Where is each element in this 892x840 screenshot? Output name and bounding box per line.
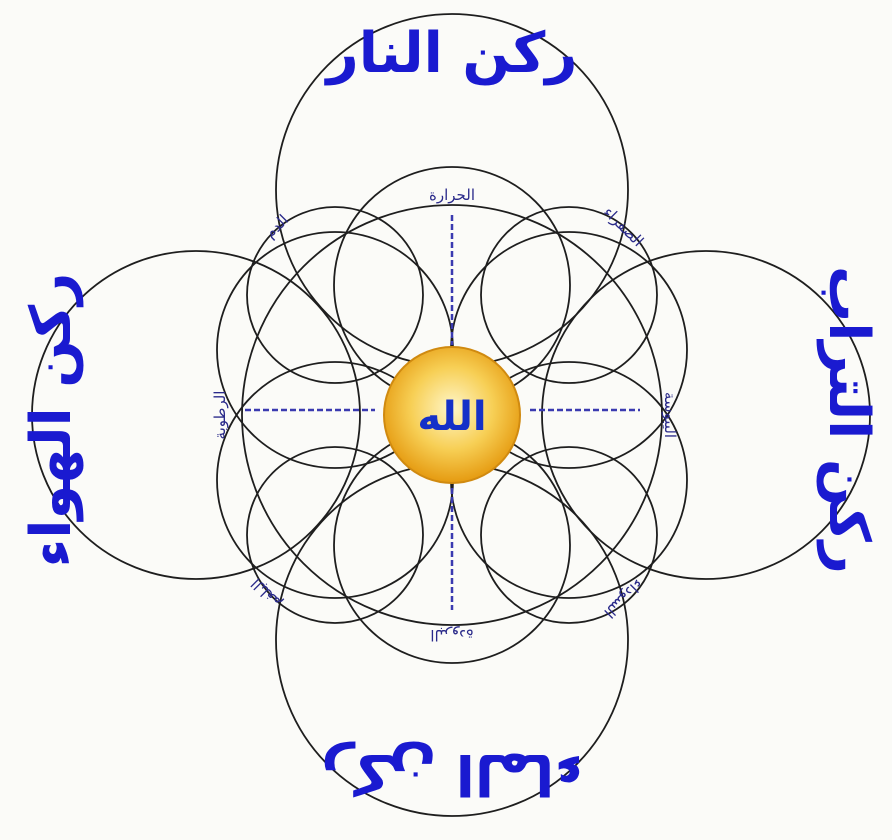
- inner-label-right: اليبوسة: [661, 392, 679, 438]
- inner-label-top: الحرارة: [429, 186, 475, 204]
- outer-label-right: ركن التراب: [816, 266, 881, 574]
- inner-label-bottom-left: البلغم: [248, 575, 286, 613]
- inner-label-left: الرطوبة: [211, 391, 229, 440]
- inner-label-bottom-right: السوداء: [600, 575, 647, 622]
- inner-label-top-right: الصفراء: [600, 203, 647, 250]
- inner-label-bottom: البرودة: [430, 626, 473, 644]
- outer-label-bottom: ركن الماء: [321, 741, 583, 806]
- outer-label-top: ركن النار: [323, 21, 577, 86]
- outer-label-left: ركن الهواء: [19, 273, 84, 568]
- center-label: الله: [417, 394, 486, 440]
- inner-label-top-left: الدم: [261, 211, 292, 242]
